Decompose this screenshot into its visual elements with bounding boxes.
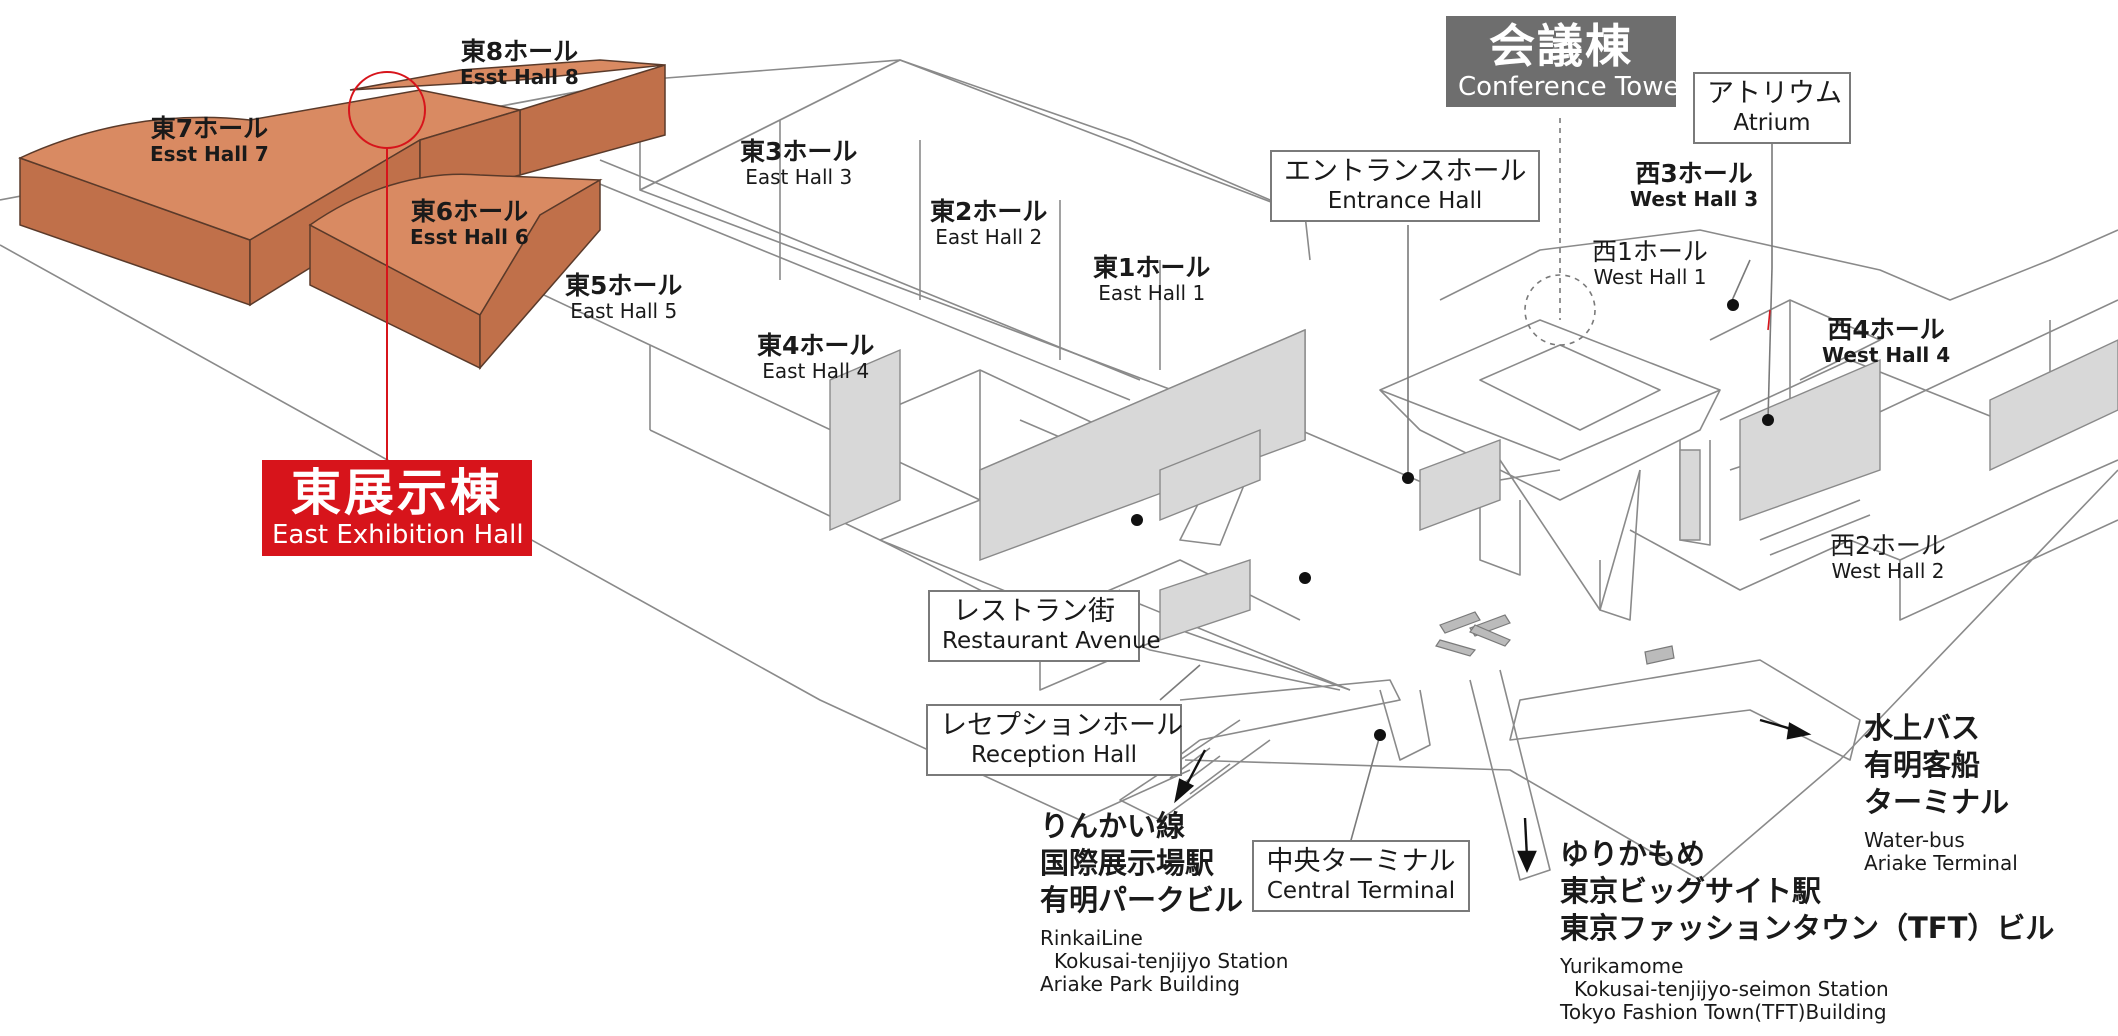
atrium-en: Atrium bbox=[1733, 110, 1811, 137]
station-yurikamome-jp-3: 東京ファッションタウン（TFT）ビル bbox=[1560, 911, 2055, 946]
hall-east2-jp: 東2ホール bbox=[930, 197, 1048, 226]
conference-tower-outline bbox=[1379, 319, 1721, 461]
hall-label-east2: 東2ホール East Hall 2 bbox=[930, 197, 1048, 249]
entrance-hall-label: エントランスホール Entrance Hall bbox=[1270, 150, 1540, 222]
hall-east1-jp: 東1ホール bbox=[1093, 253, 1211, 282]
hall-east8-en: Esst Hall 8 bbox=[460, 65, 579, 89]
west-hall-1-dot bbox=[1727, 299, 1739, 311]
hall-east5-jp: 東5ホール bbox=[565, 271, 683, 300]
station-yurikamome: ゆりかもめ 東京ビッグサイト駅 東京ファッションタウン（TFT）ビル Yurik… bbox=[1560, 836, 2054, 1024]
station-rinkai-jp-1: りんかい線 bbox=[1040, 809, 1186, 843]
hall-label-west4: 西4ホール West Hall 4 bbox=[1822, 315, 1951, 367]
reception-dot bbox=[1299, 572, 1311, 584]
hall-east1-en: East Hall 1 bbox=[1098, 281, 1206, 305]
atrium-label: アトリウム Atrium bbox=[1693, 72, 1851, 144]
station-yurikamome-en-1: Yurikamome bbox=[1560, 954, 1684, 979]
hall-east6-jp: 東6ホール bbox=[410, 197, 529, 226]
conference-tower-jp: 会議棟 bbox=[1489, 19, 1633, 73]
station-waterbus-jp-3: ターミナル bbox=[1864, 785, 2010, 820]
station-yurikamome-en-2: Kokusai-tenjijyo-seimon Station bbox=[1574, 977, 1889, 1002]
rinkai-ramp bbox=[1179, 679, 1401, 741]
hall-label-east1: 東1ホール East Hall 1 bbox=[1093, 253, 1211, 305]
hall-label-west2: 西2ホール West Hall 2 bbox=[1830, 531, 1946, 583]
restaurant-avenue-label: レストラン街 Restaurant Avenue bbox=[928, 590, 1161, 662]
restaurant-avenue-jp: レストラン街 bbox=[953, 596, 1115, 627]
restaurant-avenue-en: Restaurant Avenue bbox=[942, 628, 1161, 655]
station-waterbus-jp-2: 有明客船 bbox=[1864, 748, 1981, 783]
station-yurikamome-jp-2: 東京ビッグサイト駅 bbox=[1560, 874, 1822, 909]
station-yurikamome-en-3: Tokyo Fashion Town(TFT)Building bbox=[1560, 1000, 1887, 1025]
hall-west3-jp: 西3ホール bbox=[1635, 159, 1753, 188]
hall-west1-en: West Hall 1 bbox=[1593, 265, 1707, 289]
hall-label-east4: 東4ホール East Hall 4 bbox=[757, 331, 875, 383]
station-waterbus-en-1: Water-bus bbox=[1864, 828, 1965, 853]
west-hall-4-dot bbox=[1762, 414, 1774, 426]
station-rinkai-jp-2: 国際展示場駅 bbox=[1040, 846, 1215, 881]
reception-hall-en: Reception Hall bbox=[970, 742, 1138, 769]
hall-east4-jp: 東4ホール bbox=[757, 331, 875, 360]
hall-label-east8: 東8ホール Esst Hall 8 bbox=[460, 37, 579, 89]
hall-west4-en: West Hall 4 bbox=[1822, 343, 1951, 367]
atrium-jp: アトリウム bbox=[1707, 78, 1842, 109]
east-exhibition-jp: 東展示棟 bbox=[291, 464, 503, 522]
conference-tower-label: 会議棟 Conference Towe bbox=[1446, 16, 1680, 107]
central-terminal-en: Central Terminal bbox=[1266, 878, 1456, 905]
station-rinkai-en-1: RinkaiLine bbox=[1040, 926, 1143, 951]
station-yurikamome-jp-1: ゆりかもめ bbox=[1560, 837, 1706, 871]
west-hall-outline bbox=[1709, 299, 1881, 381]
hall-east7-en: Esst Hall 7 bbox=[150, 142, 269, 166]
hall-east5-en: East Hall 5 bbox=[570, 299, 678, 323]
restaurant-dot bbox=[1131, 514, 1143, 526]
west-stairs bbox=[1759, 499, 1871, 556]
hall-west2-jp: 西2ホール bbox=[1830, 531, 1946, 560]
central-terminal-jp: 中央ターミナル bbox=[1266, 846, 1456, 877]
direction-arrows bbox=[1174, 718, 1812, 873]
hall-east6-en: Esst Hall 6 bbox=[410, 225, 529, 249]
hall-east8-jp: 東8ホール bbox=[460, 37, 579, 66]
hall-west1-jp: 西1ホール bbox=[1592, 237, 1708, 266]
reception-hall-label: レセプションホール Reception Hall bbox=[926, 704, 1183, 776]
hall-east3-jp: 東3ホール bbox=[740, 137, 858, 166]
west-site-outline bbox=[1439, 229, 2118, 301]
station-rinkai-jp-3: 有明パークビル bbox=[1040, 883, 1244, 918]
hall-label-east3: 東3ホール East Hall 3 bbox=[740, 137, 858, 189]
hall-west4-jp: 西4ホール bbox=[1827, 315, 1945, 344]
hall-east4-en: East Hall 4 bbox=[762, 359, 870, 383]
pier-ramp bbox=[1509, 659, 1861, 761]
east-exhibition-en: East Exhibition Hall bbox=[272, 520, 524, 550]
entrance-hall-jp: エントランスホール bbox=[1284, 156, 1527, 187]
hall-label-east5: 東5ホール East Hall 5 bbox=[565, 271, 683, 323]
entrance-hall-dot bbox=[1402, 472, 1414, 484]
hall-label-west1: 西1ホール West Hall 1 bbox=[1592, 237, 1708, 289]
central-terminal-label: 中央ターミナル Central Terminal bbox=[1252, 840, 1470, 912]
hall-east2-en: East Hall 2 bbox=[935, 225, 1043, 249]
hall-east3-en: East Hall 3 bbox=[745, 165, 853, 189]
station-rinkai: りんかい線 国際展示場駅 有明パークビル RinkaiLine Kokusai-… bbox=[1040, 808, 1288, 996]
reception-hall-jp: レセプションホール bbox=[940, 710, 1183, 741]
station-rinkai-en-2: Kokusai-tenjijyo Station bbox=[1054, 949, 1289, 974]
plaza-cross-mark bbox=[1435, 611, 1675, 665]
east-hall-3-outline bbox=[639, 59, 1161, 370]
hall-label-east7: 東7ホール Esst Hall 7 bbox=[150, 114, 269, 166]
hall-west2-en: West Hall 2 bbox=[1831, 559, 1945, 583]
east-exhibition-hall-label: 東展示棟 East Exhibition Hall bbox=[262, 460, 532, 556]
station-rinkai-en-3: Ariake Park Building bbox=[1040, 972, 1240, 997]
east-halls-6-7-8 bbox=[18, 59, 666, 371]
hall-west3-en: West Hall 3 bbox=[1630, 187, 1759, 211]
entrance-hall-en: Entrance Hall bbox=[1327, 188, 1483, 215]
station-waterbus: 水上バス 有明客船 ターミナル Water-bus Ariake Termina… bbox=[1864, 710, 2018, 875]
station-waterbus-en-2: Ariake Terminal bbox=[1864, 851, 2018, 876]
hall-label-east6: 東6ホール Esst Hall 6 bbox=[410, 197, 529, 249]
hall-east7-jp: 東7ホール bbox=[150, 114, 269, 143]
conference-tower-en: Conference Towe bbox=[1458, 71, 1680, 102]
station-waterbus-jp-1: 水上バス bbox=[1864, 711, 1981, 745]
central-terminal-dot bbox=[1374, 729, 1386, 741]
hall-label-west3: 西3ホール West Hall 3 bbox=[1630, 159, 1759, 211]
